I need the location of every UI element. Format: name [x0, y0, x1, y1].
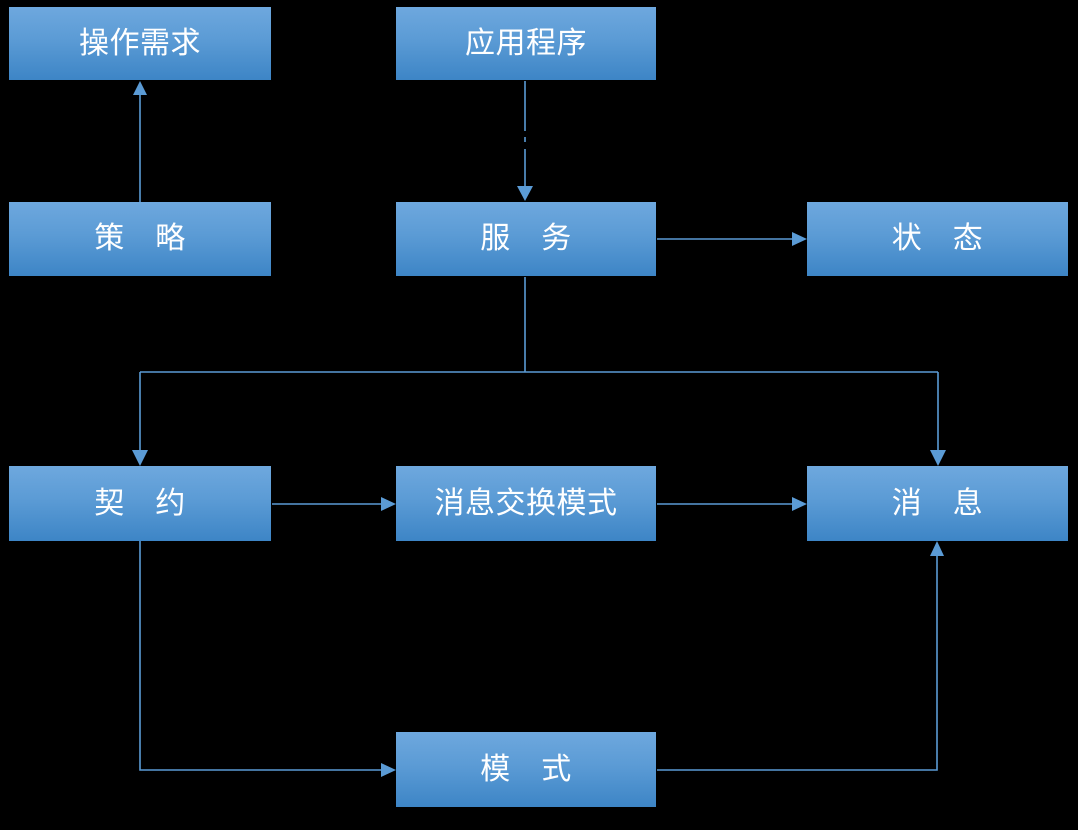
node-message[interactable]: 消 息 — [807, 466, 1068, 541]
edge-pattern-to-message — [657, 541, 944, 771]
node-label: 模 式 — [480, 751, 572, 787]
node-label: 应用程序 — [465, 25, 587, 61]
node-message-exchange-pattern[interactable]: 消息交换模式 — [396, 466, 656, 541]
edge-policy-to-operational-requirements — [133, 81, 147, 202]
edge-service-to-state — [657, 232, 807, 246]
edge-contract-to-message-exchange-pattern — [272, 497, 396, 511]
node-policy[interactable]: 策 略 — [9, 202, 271, 276]
edge-service-to-contract — [132, 277, 938, 466]
node-pattern[interactable]: 模 式 — [396, 732, 656, 807]
node-contract[interactable]: 契 约 — [9, 466, 271, 541]
node-label: 策 略 — [94, 221, 186, 256]
node-label: 服 务 — [480, 221, 572, 256]
node-operational-requirements[interactable]: 操作需求 — [9, 7, 271, 80]
node-label: 契 约 — [94, 485, 186, 521]
node-label: 消 息 — [891, 485, 984, 521]
edge-message-exchange-pattern-to-message — [657, 497, 807, 511]
node-service[interactable]: 服 务 — [396, 202, 656, 276]
edge-contract-to-pattern — [139, 541, 396, 777]
edge-application-to-service — [517, 81, 533, 201]
edge-service-to-message — [930, 372, 946, 466]
node-label: 状 态 — [891, 221, 984, 256]
node-application[interactable]: 应用程序 — [396, 7, 656, 80]
node-label: 操作需求 — [79, 25, 201, 61]
node-state[interactable]: 状 态 — [807, 202, 1068, 276]
node-label: 消息交换模式 — [434, 485, 618, 521]
